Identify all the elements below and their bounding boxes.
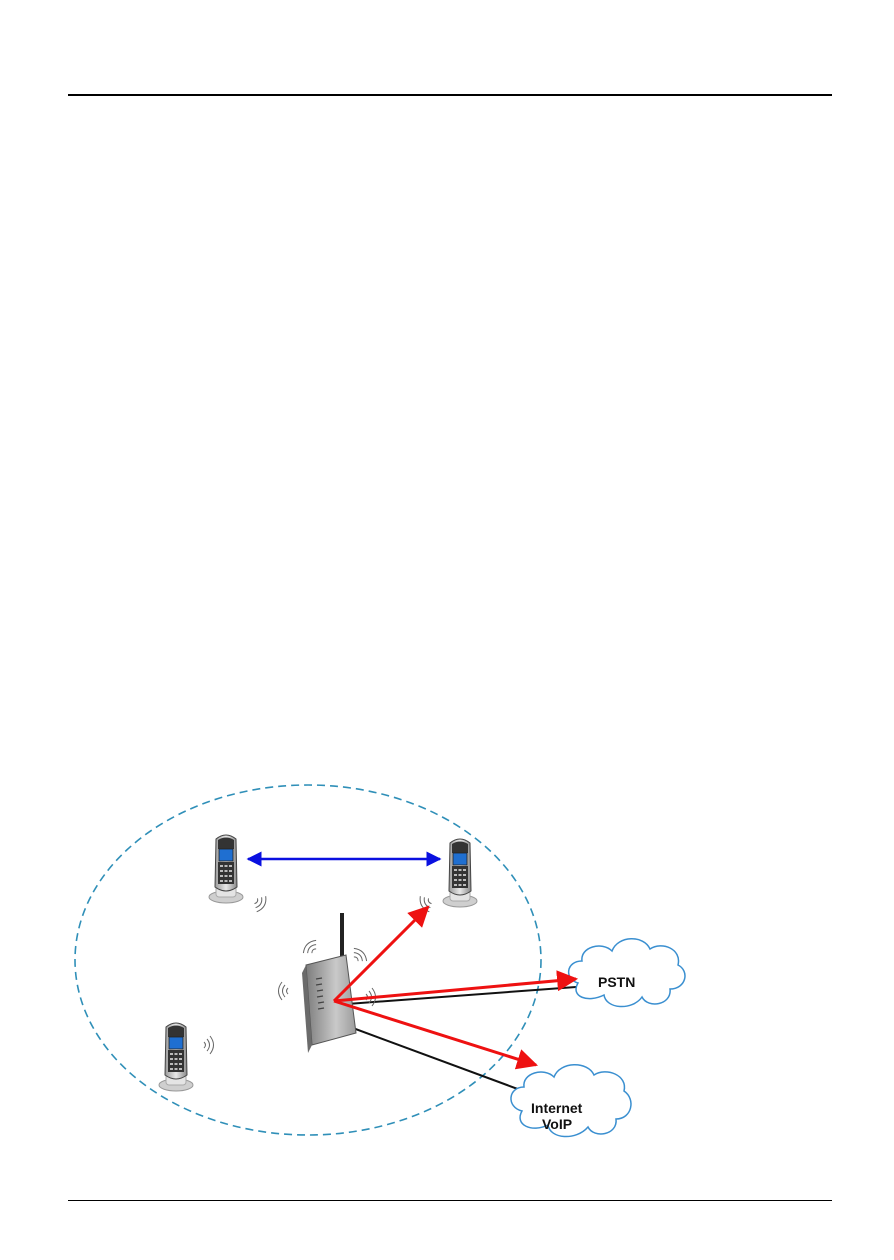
- coverage-boundary: [75, 785, 541, 1135]
- handset-icon: [159, 1023, 193, 1091]
- handset-signal-waves-icon: [252, 893, 269, 913]
- router-icon: [302, 913, 356, 1053]
- header-rule: [68, 94, 832, 96]
- handset-signal-waves-icon: [204, 1036, 214, 1054]
- pstn-cloud-icon: [569, 939, 685, 1007]
- dect-network-diagram: PSTN Internet VoIP: [66, 783, 686, 1153]
- footer-rule: [68, 1200, 832, 1201]
- handset-icon: [443, 839, 477, 907]
- voip-label: VoIP: [542, 1116, 572, 1132]
- handset-icon: [209, 835, 243, 903]
- pstn-label: PSTN: [598, 974, 635, 990]
- internet-label: Internet: [531, 1100, 583, 1116]
- call-arrow-handset: [334, 907, 428, 1001]
